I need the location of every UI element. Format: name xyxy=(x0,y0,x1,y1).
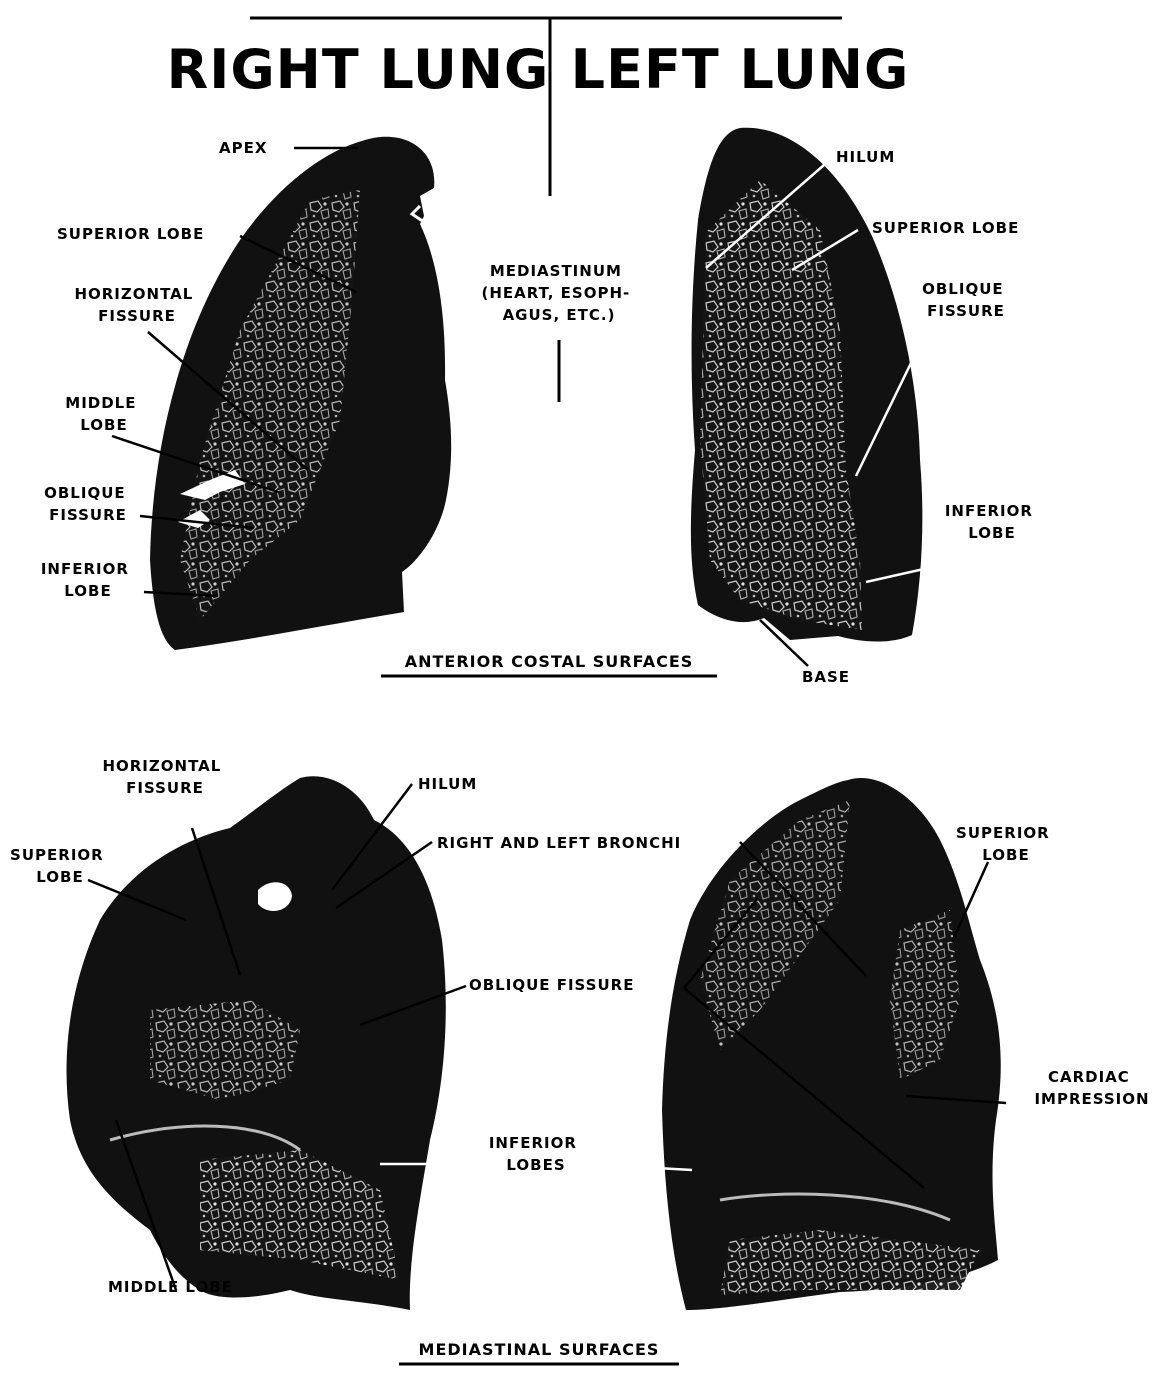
label-superior-lobe-mediastinal-right: SUPERIOR LOBE xyxy=(10,846,110,886)
label-superior-lobe-left: SUPERIOR LOBE xyxy=(872,219,1019,237)
label-hilum-mediastinal: HILUM xyxy=(418,775,477,793)
label-cardiac-impression: CARDIAC IMPRESSION xyxy=(1034,1068,1149,1108)
label-right-and-left-bronchi: RIGHT AND LEFT BRONCHI xyxy=(437,834,681,852)
left-lung-mediastinal xyxy=(662,778,1001,1310)
label-horizontal-fissure-mediastinal: HORIZONTAL FISSURE xyxy=(102,757,227,797)
label-inferior-lobes: INFERIOR LOBES xyxy=(489,1134,583,1174)
label-middle-lobe-mediastinal: MIDDLE LOBE xyxy=(108,1278,233,1296)
label-oblique-fissure-right: OBLIQUE FISSURE xyxy=(44,484,132,524)
label-apex: APEX xyxy=(219,139,267,157)
right-lung-heading: RIGHT LUNG xyxy=(167,38,550,101)
label-mediastinum: MEDIASTINUM (HEART, ESOPH- AGUS, ETC.) xyxy=(482,262,637,324)
label-middle-lobe-right: MIDDLE LOBE xyxy=(65,394,142,434)
left-lung-heading: LEFT LUNG xyxy=(571,38,910,101)
label-superior-lobe-right: SUPERIOR LOBE xyxy=(57,225,204,243)
label-base: BASE xyxy=(802,668,850,686)
label-inferior-lobe-left: INFERIOR LOBE xyxy=(945,502,1039,542)
label-oblique-fissure-mediastinal: OBLIQUE FISSURE xyxy=(469,976,634,994)
right-lung-anterior xyxy=(150,137,451,650)
label-horizontal-fissure-right: HORIZONTAL FISSURE xyxy=(74,285,199,325)
caption-mediastinal-surfaces: MEDIASTINAL SURFACES xyxy=(419,1340,660,1359)
caption-anterior-costal-surfaces: ANTERIOR COSTAL SURFACES xyxy=(405,652,694,671)
label-oblique-fissure-left: OBLIQUE FISSURE xyxy=(922,280,1010,320)
right-lung-mediastinal xyxy=(67,776,446,1310)
label-inferior-lobe-right: INFERIOR LOBE xyxy=(41,560,135,600)
label-hilum-left: HILUM xyxy=(836,148,895,166)
label-superior-lobe-mediastinal-left: SUPERIOR LOBE xyxy=(956,824,1056,864)
left-lung-anterior xyxy=(691,128,923,642)
